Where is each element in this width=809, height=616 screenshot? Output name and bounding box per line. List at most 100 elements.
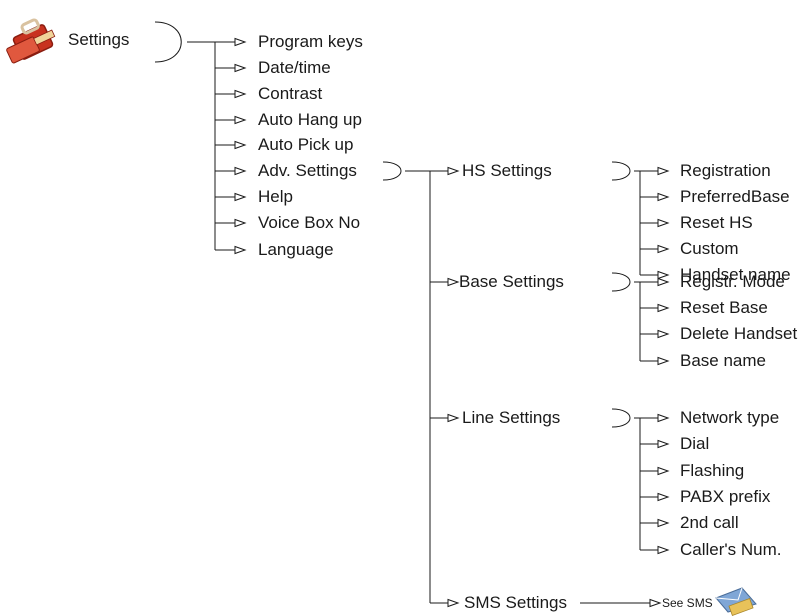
arrow-icon (657, 303, 670, 313)
line-settings-bracket (611, 408, 631, 428)
menu-item-date-time[interactable]: Date/time (215, 58, 331, 77)
arrow-icon (657, 413, 670, 423)
menu-item-custom[interactable]: Custom (640, 239, 739, 258)
menu-item-label: PABX prefix (680, 487, 771, 506)
arrow-icon (657, 492, 670, 502)
toolbox-icon (6, 18, 56, 64)
menu-item-network-type[interactable]: Network type (640, 408, 779, 427)
arrow-icon (447, 277, 460, 287)
arrow-icon (234, 245, 247, 255)
menu-item-voice-box-no[interactable]: Voice Box No (215, 213, 360, 232)
menu-item-adv-settings[interactable]: Adv. Settings (215, 161, 357, 180)
menu-item-reset-base[interactable]: Reset Base (640, 298, 768, 317)
menu-item-2nd-call[interactable]: 2nd call (640, 513, 739, 532)
menu-item-label: PreferredBase (680, 187, 790, 206)
level1-list: Program keys Date/time Contrast Auto Han… (215, 32, 363, 259)
group-line-settings[interactable]: Line Settings (430, 408, 560, 427)
line-settings-list: Network type Dial Flashing PABX prefix 2… (640, 408, 782, 559)
group-label: Line Settings (462, 408, 560, 427)
menu-item-label: Auto Pick up (258, 135, 353, 154)
menu-item-auto-pick-up[interactable]: Auto Pick up (215, 135, 353, 154)
menu-item-label: Auto Hang up (258, 110, 362, 129)
menu-item-label: Program keys (258, 32, 363, 51)
arrow-icon (234, 63, 247, 73)
arrow-icon (447, 598, 460, 608)
see-sms-link[interactable]: See SMS (580, 587, 757, 616)
arrow-icon (234, 115, 247, 125)
root-label: Settings (68, 30, 129, 49)
arrow-icon (447, 166, 460, 176)
arrow-icon (234, 37, 247, 47)
sms-envelope-icon (715, 587, 757, 616)
arrow-icon (657, 166, 670, 176)
menu-item-handset-name[interactable]: Handset name (640, 265, 791, 284)
arrow-icon (234, 166, 247, 176)
menu-item-flashing[interactable]: Flashing (640, 461, 744, 480)
group-label: SMS Settings (464, 593, 567, 612)
menu-item-contrast[interactable]: Contrast (215, 84, 323, 103)
menu-item-label: Reset HS (680, 213, 753, 232)
arrow-icon (234, 89, 247, 99)
menu-item-program-keys[interactable]: Program keys (215, 32, 363, 51)
menu-item-label: Delete Handset (680, 324, 797, 343)
arrow-icon (657, 356, 670, 366)
menu-item-label: Registration (680, 161, 771, 180)
see-sms-label: See SMS (662, 596, 713, 610)
menu-item-registration[interactable]: Registration (640, 161, 771, 180)
hs-settings-bracket (611, 161, 631, 181)
base-settings-list: Registr. Mode Reset Base Delete Handset … (640, 272, 797, 370)
hs-settings-list: Registration PreferredBase Reset HS Cust… (640, 161, 791, 284)
arrow-icon (657, 466, 670, 476)
arrow-icon (447, 413, 460, 423)
arrow-icon (657, 218, 670, 228)
arrow-icon (657, 270, 670, 280)
menu-item-delete-handset[interactable]: Delete Handset (640, 324, 797, 343)
menu-item-dial[interactable]: Dial (640, 434, 709, 453)
arrow-icon (657, 518, 670, 528)
menu-item-label: Adv. Settings (258, 161, 357, 180)
arrow-icon (657, 329, 670, 339)
group-base-settings[interactable]: Base Settings (430, 272, 564, 291)
group-label: Base Settings (459, 272, 564, 291)
arrow-icon (234, 218, 247, 228)
group-label: HS Settings (462, 161, 552, 180)
menu-item-label: Help (258, 187, 293, 206)
adv-settings-bracket (382, 161, 402, 181)
menu-item-label: Handset name (680, 265, 791, 284)
group-sms-settings[interactable]: SMS Settings (430, 593, 567, 612)
arrow-icon (657, 439, 670, 449)
arrow-icon (657, 192, 670, 202)
menu-item-label: 2nd call (680, 513, 739, 532)
menu-item-auto-hang-up[interactable]: Auto Hang up (215, 110, 362, 129)
menu-item-label: Base name (680, 351, 766, 370)
menu-item-label: Registr. Mode (680, 272, 785, 291)
menu-item-help[interactable]: Help (215, 187, 293, 206)
menu-item-label: Caller's Num. (680, 540, 782, 559)
arrow-icon (657, 545, 670, 555)
base-settings-bracket (611, 272, 631, 292)
menu-item-base-name[interactable]: Base name (640, 351, 766, 370)
arrow-icon (234, 192, 247, 202)
menu-item-label: Date/time (258, 58, 331, 77)
menu-item-pabx-prefix[interactable]: PABX prefix (640, 487, 771, 506)
menu-item-label: Dial (680, 434, 709, 453)
menu-item-label: Flashing (680, 461, 744, 480)
menu-item-reset-hs[interactable]: Reset HS (640, 213, 753, 232)
menu-item-label: Reset Base (680, 298, 768, 317)
menu-item-label: Custom (680, 239, 739, 258)
menu-item-registr-mode[interactable]: Registr. Mode (640, 272, 785, 291)
arrow-icon (234, 140, 247, 150)
menu-item-label: Contrast (258, 84, 323, 103)
arrow-icon (657, 244, 670, 254)
menu-item-label: Language (258, 240, 334, 259)
menu-item-preferredbase[interactable]: PreferredBase (640, 187, 790, 206)
group-hs-settings[interactable]: HS Settings (430, 161, 552, 180)
menu-item-language[interactable]: Language (215, 240, 334, 259)
menu-item-callers-num[interactable]: Caller's Num. (640, 540, 782, 559)
menu-item-label: Network type (680, 408, 779, 427)
menu-item-label: Voice Box No (258, 213, 360, 232)
arrow-icon (649, 598, 662, 608)
arrow-icon (657, 277, 670, 287)
root-bracket (154, 21, 182, 63)
